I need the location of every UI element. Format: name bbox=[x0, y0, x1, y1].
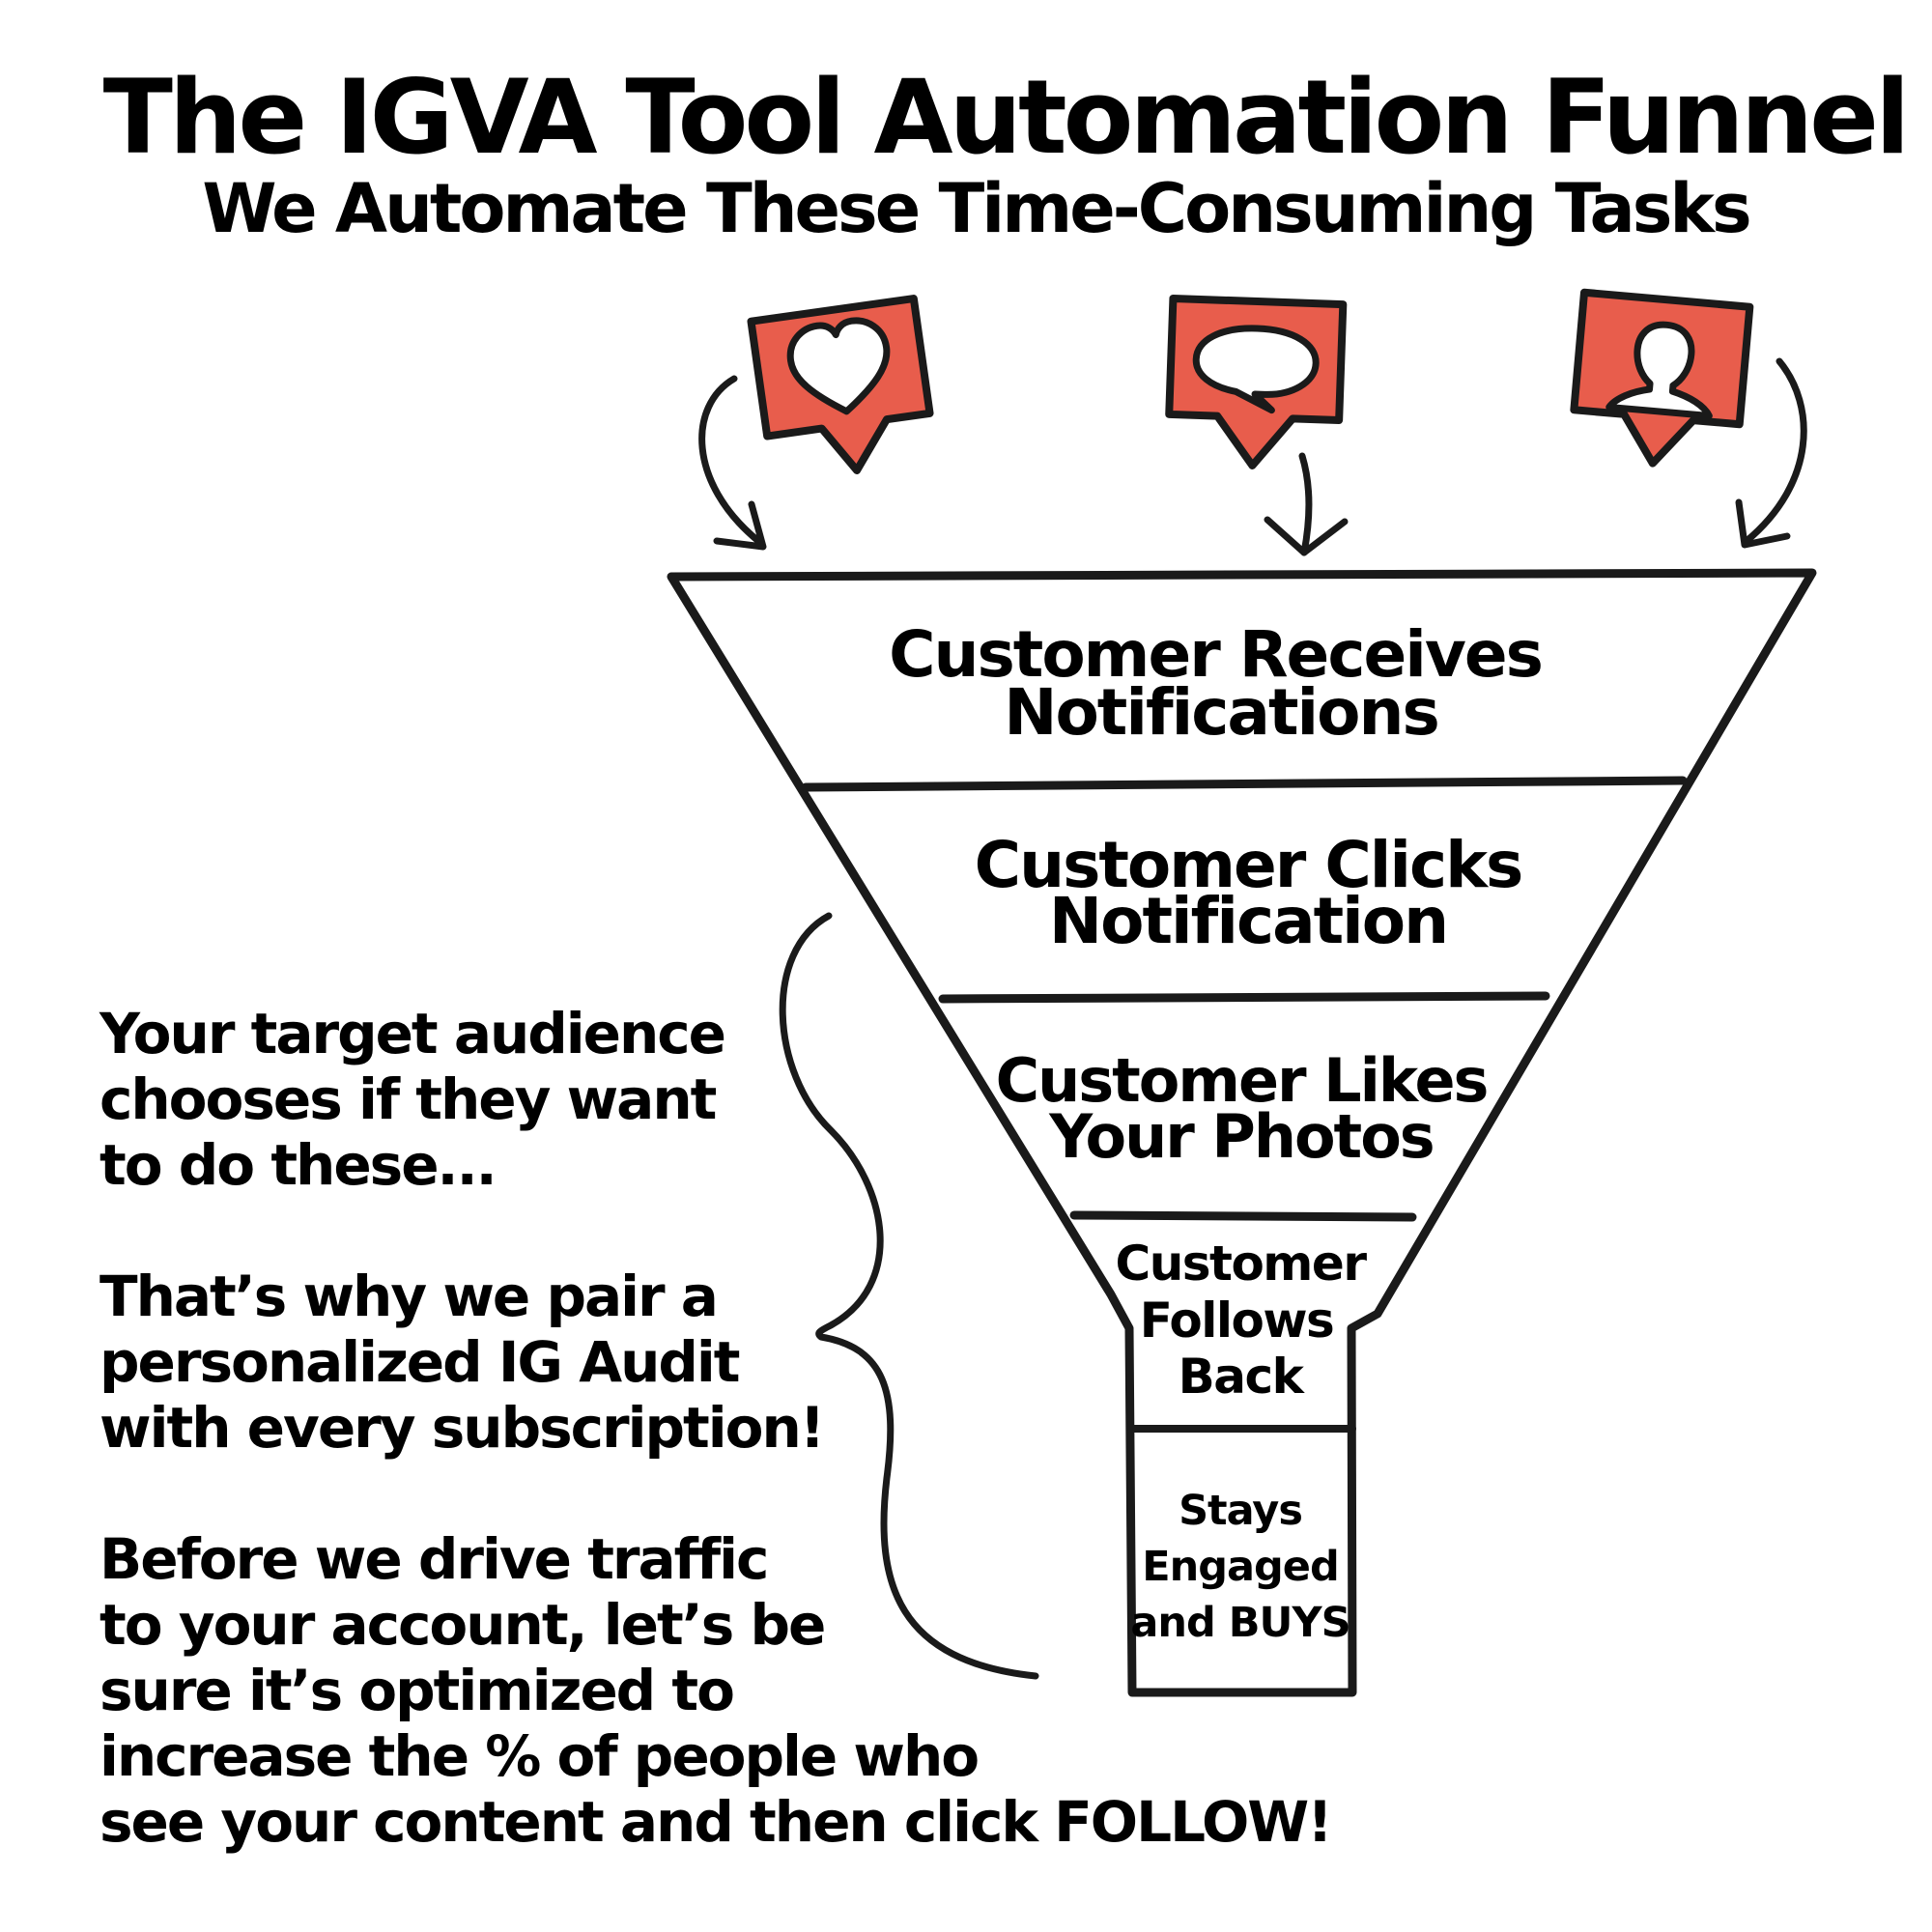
svg-text:chooses if they want: chooses if they want bbox=[99, 1066, 717, 1132]
funnel-stage-clicks-notification: Customer Clicks Notification bbox=[975, 828, 1524, 958]
svg-text:with every subscription!: with every subscription! bbox=[99, 1395, 823, 1461]
heart-icon bbox=[786, 317, 891, 415]
svg-text:Your Photos: Your Photos bbox=[1048, 1101, 1433, 1172]
heart-badge bbox=[747, 295, 934, 474]
svg-text:Back: Back bbox=[1179, 1349, 1306, 1405]
arrow-middle bbox=[1264, 452, 1349, 556]
funnel-stage-receives-notifications: Customer Receives Notifications bbox=[889, 617, 1544, 750]
arrow-right bbox=[1735, 357, 1807, 549]
funnel-divider-3 bbox=[1069, 1210, 1417, 1222]
svg-text:Customer Receives: Customer Receives bbox=[889, 617, 1542, 692]
note-traffic: Before we drive traffic to your account,… bbox=[99, 1526, 1333, 1855]
svg-text:Engaged: Engaged bbox=[1142, 1543, 1339, 1591]
funnel-stage-follows-back: Customer Follows Back bbox=[1116, 1236, 1369, 1405]
funnel-divider-2 bbox=[938, 991, 1550, 1004]
funnel-divider-1 bbox=[801, 776, 1688, 792]
svg-text:personalized IG Audit: personalized IG Audit bbox=[99, 1329, 740, 1395]
curly-brace bbox=[779, 912, 1039, 1680]
svg-text:That’s why we pair a: That’s why we pair a bbox=[99, 1264, 717, 1329]
svg-text:Customer Likes: Customer Likes bbox=[996, 1045, 1488, 1116]
svg-text:see your content and then clic: see your content and then click FOLLOW! bbox=[99, 1789, 1331, 1855]
funnel-stage-engaged-buys: Stays Engaged and BUYS bbox=[1130, 1487, 1350, 1647]
svg-text:increase the % of people who: increase the % of people who bbox=[99, 1723, 978, 1789]
page-title: The IGVA Tool Automation Funnel bbox=[103, 58, 1907, 177]
svg-text:Notifications: Notifications bbox=[1004, 675, 1438, 750]
comment-badge bbox=[1165, 294, 1348, 469]
svg-text:Your target audience: Your target audience bbox=[99, 1001, 724, 1066]
svg-text:Stays: Stays bbox=[1179, 1487, 1302, 1535]
comment-icon bbox=[1192, 325, 1320, 414]
funnel-outline bbox=[667, 568, 1817, 1697]
svg-text:sure it’s optimized to: sure it’s optimized to bbox=[99, 1658, 733, 1723]
note-audience: Your target audience chooses if they wan… bbox=[99, 1001, 726, 1198]
svg-text:Follows: Follows bbox=[1140, 1293, 1334, 1349]
note-audit: That’s why we pair a personalized IG Aud… bbox=[99, 1264, 825, 1461]
user-badge bbox=[1570, 288, 1754, 468]
page-subtitle: We Automate These Time-Consuming Tasks bbox=[202, 169, 1749, 248]
funnel-stage-likes-photos: Customer Likes Your Photos bbox=[996, 1045, 1490, 1172]
svg-text:to your account, let’s be: to your account, let’s be bbox=[99, 1592, 824, 1658]
svg-text:Before we drive traffic: Before we drive traffic bbox=[99, 1526, 767, 1592]
user-icon bbox=[1605, 321, 1713, 420]
svg-text:to do these...: to do these... bbox=[99, 1132, 496, 1198]
svg-text:and BUYS: and BUYS bbox=[1130, 1599, 1350, 1647]
svg-text:Customer: Customer bbox=[1116, 1236, 1368, 1292]
svg-text:Customer Clicks: Customer Clicks bbox=[975, 828, 1522, 902]
svg-text:Notification: Notification bbox=[1049, 884, 1447, 958]
arrow-left bbox=[698, 375, 767, 551]
